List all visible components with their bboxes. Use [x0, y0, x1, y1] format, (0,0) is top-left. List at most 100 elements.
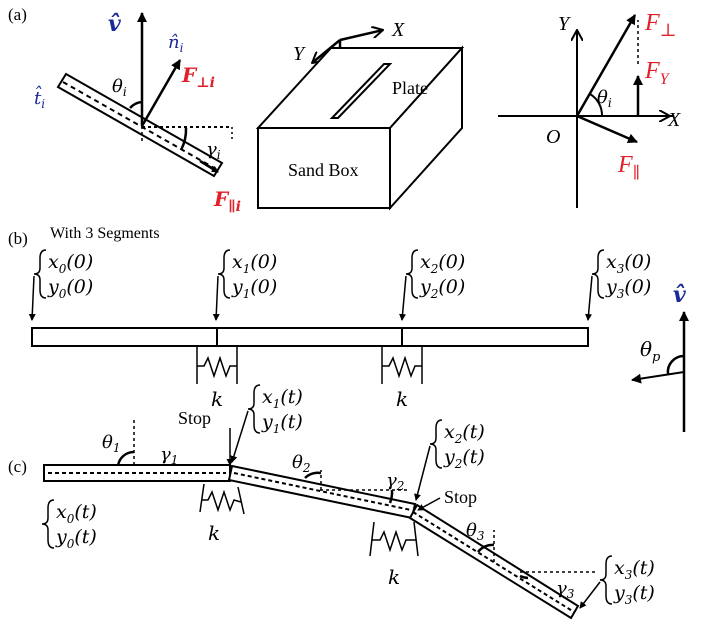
v-hat-label-b: v̂ — [673, 282, 686, 308]
coord-b-2: x2(0)y2(0) — [399, 249, 465, 321]
theta-p-label: θp — [640, 337, 661, 365]
coord-b-1-brace — [217, 249, 231, 299]
segment-c-3 — [408, 503, 596, 620]
theta-i-label: θi — [112, 76, 127, 99]
coord-c-1: x1(t)y1(t) — [230, 384, 303, 463]
coord-c-2-x: x2(t) — [444, 421, 485, 446]
coordinate-labels-b: x0(0)y0(0) x1(0)y1(0) x2(0)y2(0) x3(0)y3(0) — [28, 249, 651, 321]
coord-c-0: x0(t)y0(t) — [41, 499, 97, 551]
stop-arrow-2 — [417, 497, 441, 511]
force-decomposition: θi Y X O F⊥ FY F∥ — [498, 10, 681, 208]
theta-p-arc — [666, 354, 685, 375]
axis-y-label: Y — [293, 43, 306, 65]
panel-b-title: With 3 Segments — [50, 225, 160, 242]
spring-c-2-label: k — [388, 565, 400, 589]
sand-box-label: Sand Box — [288, 160, 359, 180]
f-par-arrow — [576, 114, 638, 144]
coord-c-2-brace — [429, 419, 443, 469]
panel-b: (b) With 3 Segments k k x0(0)y0(0) x1(0)y… — [8, 225, 689, 432]
coord-b-2-pointer — [399, 275, 407, 321]
theta-p-arrow — [631, 371, 685, 384]
theta-right-arc — [589, 93, 604, 117]
coord-c-2: x2(t)y2(t) — [414, 419, 485, 501]
coord-c-0-x: x0(t) — [56, 501, 97, 526]
straight-plate — [31, 327, 589, 347]
coord-c-3-y: y3(t) — [613, 582, 655, 607]
coord-c-1-x: x1(t) — [262, 386, 303, 411]
coord-c-3-x: x3(t) — [614, 557, 655, 582]
sand-box: Plate Sand Box — [255, 45, 465, 211]
theta-right-label: θi — [597, 87, 612, 110]
plate-label: Plate — [392, 78, 428, 98]
panel-a: (a) v̂ n̂i θi γi t̂i F⊥i F∥i — [8, 5, 681, 215]
coord-b-3: x3(0)y3(0) — [585, 249, 651, 321]
theta-3-label: θ3 — [466, 520, 485, 543]
tilted-plate — [56, 72, 224, 178]
coord-b-3-y: y3(0) — [605, 276, 651, 301]
t-hat-label: t̂i — [34, 84, 45, 111]
stop-label-1: Stop — [178, 408, 211, 428]
coord-c-0-brace — [41, 499, 55, 549]
coord-b-0-x: x0(0) — [48, 251, 93, 276]
coord-c-3-brace — [599, 555, 613, 605]
stop-label-2: Stop — [444, 487, 477, 507]
coord-b-1-y: y1(0) — [231, 276, 277, 301]
coord-c-2-y: y2(t) — [443, 446, 485, 471]
coord-b-3-x: x3(0) — [606, 251, 651, 276]
coord-b-1: x1(0)y1(0) — [212, 249, 277, 321]
panel-a-label: (a) — [8, 5, 27, 24]
f-par-label: F∥ — [617, 152, 640, 182]
coord-b-2-brace — [405, 249, 419, 299]
f-perp-arrow — [575, 14, 637, 117]
coord-b-2-x: x2(0) — [420, 251, 465, 276]
theta-i-arc — [129, 100, 143, 109]
coordinate-labels-c: x0(t)y0(t) x1(t)y1(t) x2(t)y2(t) x3(t)y3(t) — [41, 384, 655, 609]
coord-b-2-y: y2(0) — [419, 276, 465, 301]
coord-c-0-y: y0(t) — [55, 526, 97, 551]
panel-c-label: (c) — [8, 457, 27, 476]
coord-c-1-y: y1(t) — [261, 411, 303, 436]
coord-c-1-pointer — [230, 410, 249, 463]
normal-arrow — [140, 59, 182, 127]
gamma-i-label: γi — [206, 139, 221, 162]
v-hat-label: v̂ — [108, 11, 121, 37]
coord-c-1-brace — [247, 384, 261, 434]
coord-b-0-brace — [33, 249, 47, 299]
spring-c-2 — [369, 521, 419, 557]
f-par-i-label: F∥i — [213, 187, 241, 215]
f-y-label: FY — [644, 58, 671, 88]
coord-c-2-pointer — [414, 445, 431, 501]
spring-c-1-label: k — [208, 521, 220, 545]
coord-b-0-y: y0(0) — [47, 276, 93, 301]
x-axis-arrow — [339, 30, 383, 42]
theta-1-label: θ1 — [102, 432, 120, 455]
spring-b-2-label: k — [396, 387, 408, 411]
axis-x-label: X — [391, 19, 405, 41]
f-perp-i-label: F⊥i — [181, 63, 215, 91]
coord-b-3-pointer — [585, 275, 593, 321]
theta-2-label: θ2 — [292, 452, 310, 475]
panel-c: (c) θ1 γ1 θ2 γ2 θ3 — [8, 384, 655, 620]
spring-b-2 — [381, 346, 423, 384]
coord-c-3: x3(t)y3(t) — [579, 555, 655, 609]
coord-c-3-pointer — [579, 581, 601, 609]
force-axis-y-label: Y — [558, 13, 571, 35]
gamma-3-label: γ3 — [556, 578, 575, 601]
segment-c-1 — [43, 420, 231, 482]
spring-b-1 — [196, 346, 238, 384]
plate-slot — [329, 63, 393, 119]
coord-b-3-brace — [591, 249, 605, 299]
y-axis-arrow — [312, 39, 341, 63]
gamma-1-label: γ1 — [160, 444, 178, 467]
origin-label: O — [546, 126, 560, 148]
spring-b-1-label: k — [211, 387, 223, 411]
f-perp-label: F⊥ — [644, 10, 677, 40]
coord-b-1-pointer — [212, 275, 220, 321]
force-axis-x-label: X — [667, 109, 681, 131]
panel-b-label: (b) — [8, 229, 28, 248]
n-hat-label: n̂i — [168, 32, 184, 55]
gamma-i-arc — [179, 127, 188, 151]
gamma-2-label: γ2 — [386, 470, 404, 493]
